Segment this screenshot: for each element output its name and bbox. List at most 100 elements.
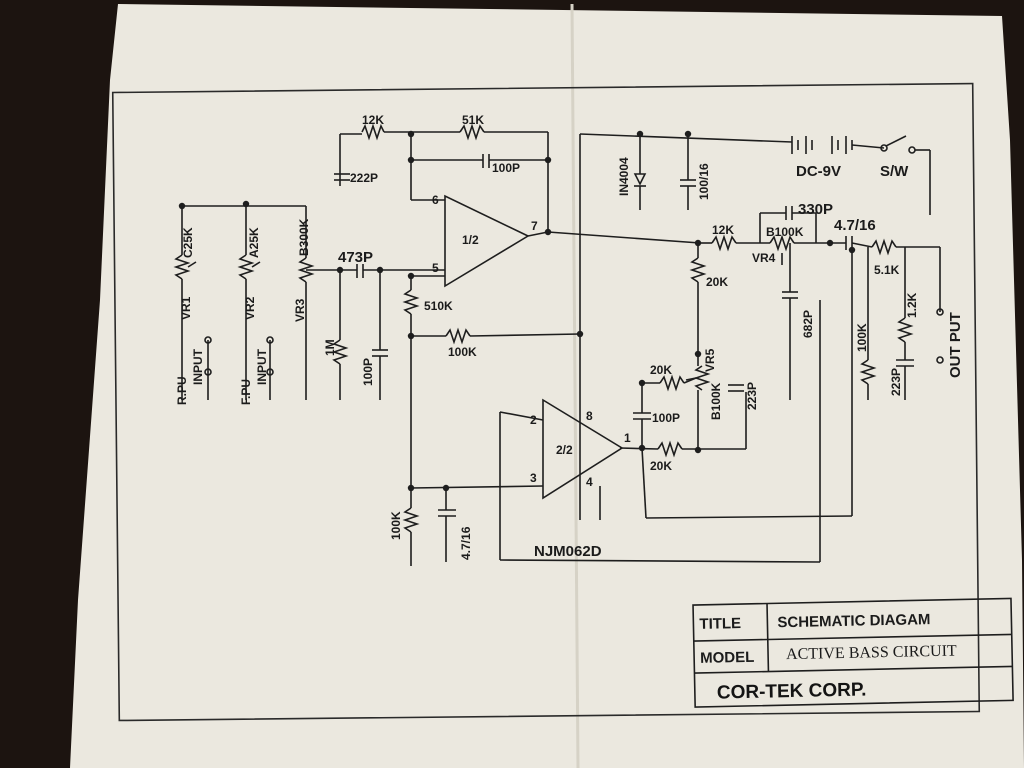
pin-4-label: 4: [586, 475, 593, 489]
label-vr4: VR4: [752, 251, 776, 265]
pot-vr4: [769, 234, 795, 252]
capacitor-330p: [785, 206, 793, 220]
diode-in4004: [633, 173, 647, 187]
wire-40: [469, 333, 581, 337]
label-51k-top: 51K: [462, 113, 484, 127]
capacitor-682p: [782, 291, 798, 299]
battery-9v: [791, 136, 853, 154]
capacitor-4-7-16-right: [845, 236, 853, 250]
junction-node-17: [442, 484, 450, 492]
output-jack-terminals: [936, 308, 944, 364]
junction-node-1: [407, 156, 415, 164]
title-block: TITLE SCHEMATIC DIAGAM MODEL ACTIVE BASS…: [692, 597, 1014, 708]
label-vr3-val: B300K: [297, 218, 311, 256]
pot-vr3: [297, 257, 315, 283]
wire-13: [547, 231, 701, 244]
model-label: MODEL: [700, 649, 755, 667]
resistor-20k-feedback: [657, 440, 683, 458]
resistor-5k1-out: [871, 238, 897, 256]
label-20k-mid: 20K: [706, 275, 728, 289]
label-330p: 330P: [798, 201, 833, 218]
junction-node-20: [684, 130, 692, 138]
capacitor-100p-mid: [633, 412, 651, 420]
label-223p-mid: 223P: [745, 382, 759, 410]
opamp-1-symbol: [444, 194, 530, 288]
pot-vr2: [237, 254, 255, 280]
junction-node-12: [694, 350, 702, 358]
junction-node-11: [694, 239, 702, 247]
pin-7-label: 7: [531, 219, 538, 233]
label-100-16: 100/16: [697, 163, 711, 200]
label-input1-b: INPUT: [191, 348, 205, 385]
label-vr2-val: A25K: [247, 227, 261, 258]
company-name: COR-TEK CORP.: [717, 679, 867, 703]
label-b100k-vr5: B100K: [709, 382, 723, 420]
label-20k-feedback: 20K: [650, 459, 672, 473]
label-682p: 682P: [801, 310, 815, 338]
junction-node-8: [178, 202, 186, 210]
resistor-51k-top: [459, 123, 485, 141]
wire-17: [851, 242, 873, 248]
label-4-7-16-right: 4.7/16: [834, 217, 876, 234]
label-100p-mid: 100P: [652, 411, 680, 425]
resistor-100k-out: [859, 359, 877, 385]
label-100k-bias: 100K: [389, 511, 403, 540]
label-1m: 1M: [323, 339, 337, 356]
resistor-100k-bias: [402, 507, 420, 533]
label-vr1: VR1: [179, 296, 193, 320]
wire-62: [410, 485, 544, 489]
pin-3-label: 3: [530, 471, 537, 485]
pin-2-label: 2: [530, 413, 537, 427]
label-b100k-vr4: B100K: [766, 225, 804, 239]
opamp-2-symbol: [542, 398, 624, 500]
pot-vr5-wiper: [685, 377, 697, 381]
junction-node-18: [826, 239, 834, 247]
label-dc-9v: DC-9V: [796, 163, 841, 180]
schematic-wires: [181, 131, 941, 566]
label-12k-top: 12K: [362, 113, 384, 127]
label-222p: 222P: [350, 171, 378, 185]
label-473p: 473P: [338, 249, 373, 266]
label-5k1: 5.1K: [874, 263, 900, 277]
wire-69: [645, 515, 853, 519]
wire-42: [579, 133, 793, 143]
label-input2-b: INPUT: [255, 348, 269, 385]
pot-vr2-wiper: [251, 261, 261, 268]
junction-node-4: [407, 272, 415, 280]
resistor-20k-mid: [689, 257, 707, 283]
resistor-100k-mid: [445, 327, 471, 345]
wire-78: [499, 559, 821, 563]
junction-node-13: [638, 379, 646, 387]
label-input2: F.PU: [239, 379, 253, 405]
label-20k-input: 20K: [650, 363, 672, 377]
capacitor-222p: [334, 173, 350, 181]
title-label: TITLE: [699, 615, 741, 633]
pot-vr1-wiper: [187, 261, 197, 268]
pin-6-label: 6: [432, 193, 439, 207]
label-switch: S/W: [880, 163, 909, 180]
label-100p-left: 100P: [361, 358, 375, 386]
capacitor-100p-left: [372, 349, 388, 357]
resistor-510k: [402, 289, 420, 315]
junction-node-15: [694, 446, 702, 454]
resistor-12k-right: [711, 234, 737, 252]
junction-node-0: [407, 130, 415, 138]
junction-node-7: [376, 266, 384, 274]
opamp-2-label: 2/2: [556, 443, 573, 457]
label-510k: 510K: [424, 299, 453, 313]
capacitor-473p: [356, 264, 364, 278]
junction-node-3: [544, 228, 552, 236]
schematic-frame: [111, 82, 981, 722]
label-output: OUT PUT: [947, 312, 964, 378]
label-vr1-val: C25K: [181, 227, 195, 258]
capacitor-223p-out: [896, 359, 914, 367]
pin-1-label: 1: [624, 431, 631, 445]
model-value: ACTIVE BASS CIRCUIT: [786, 643, 957, 664]
paper-fold: [570, 3, 580, 768]
input-jack-2-terminals: [266, 336, 274, 376]
junction-node-16: [407, 484, 415, 492]
input-jack-1-terminals: [204, 336, 212, 376]
resistor-1m: [331, 339, 349, 365]
